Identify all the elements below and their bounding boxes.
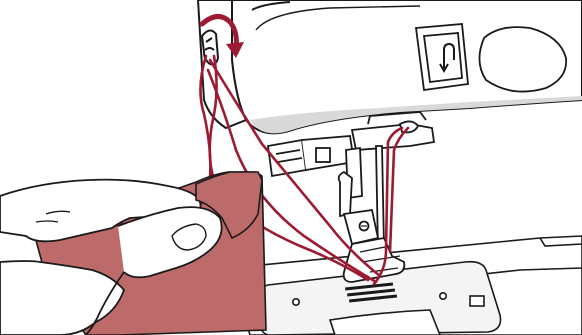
thread-slot-panel (416, 24, 468, 90)
bobbin-window (470, 296, 484, 306)
plate-screw (293, 299, 299, 305)
plate-screw (440, 293, 446, 299)
